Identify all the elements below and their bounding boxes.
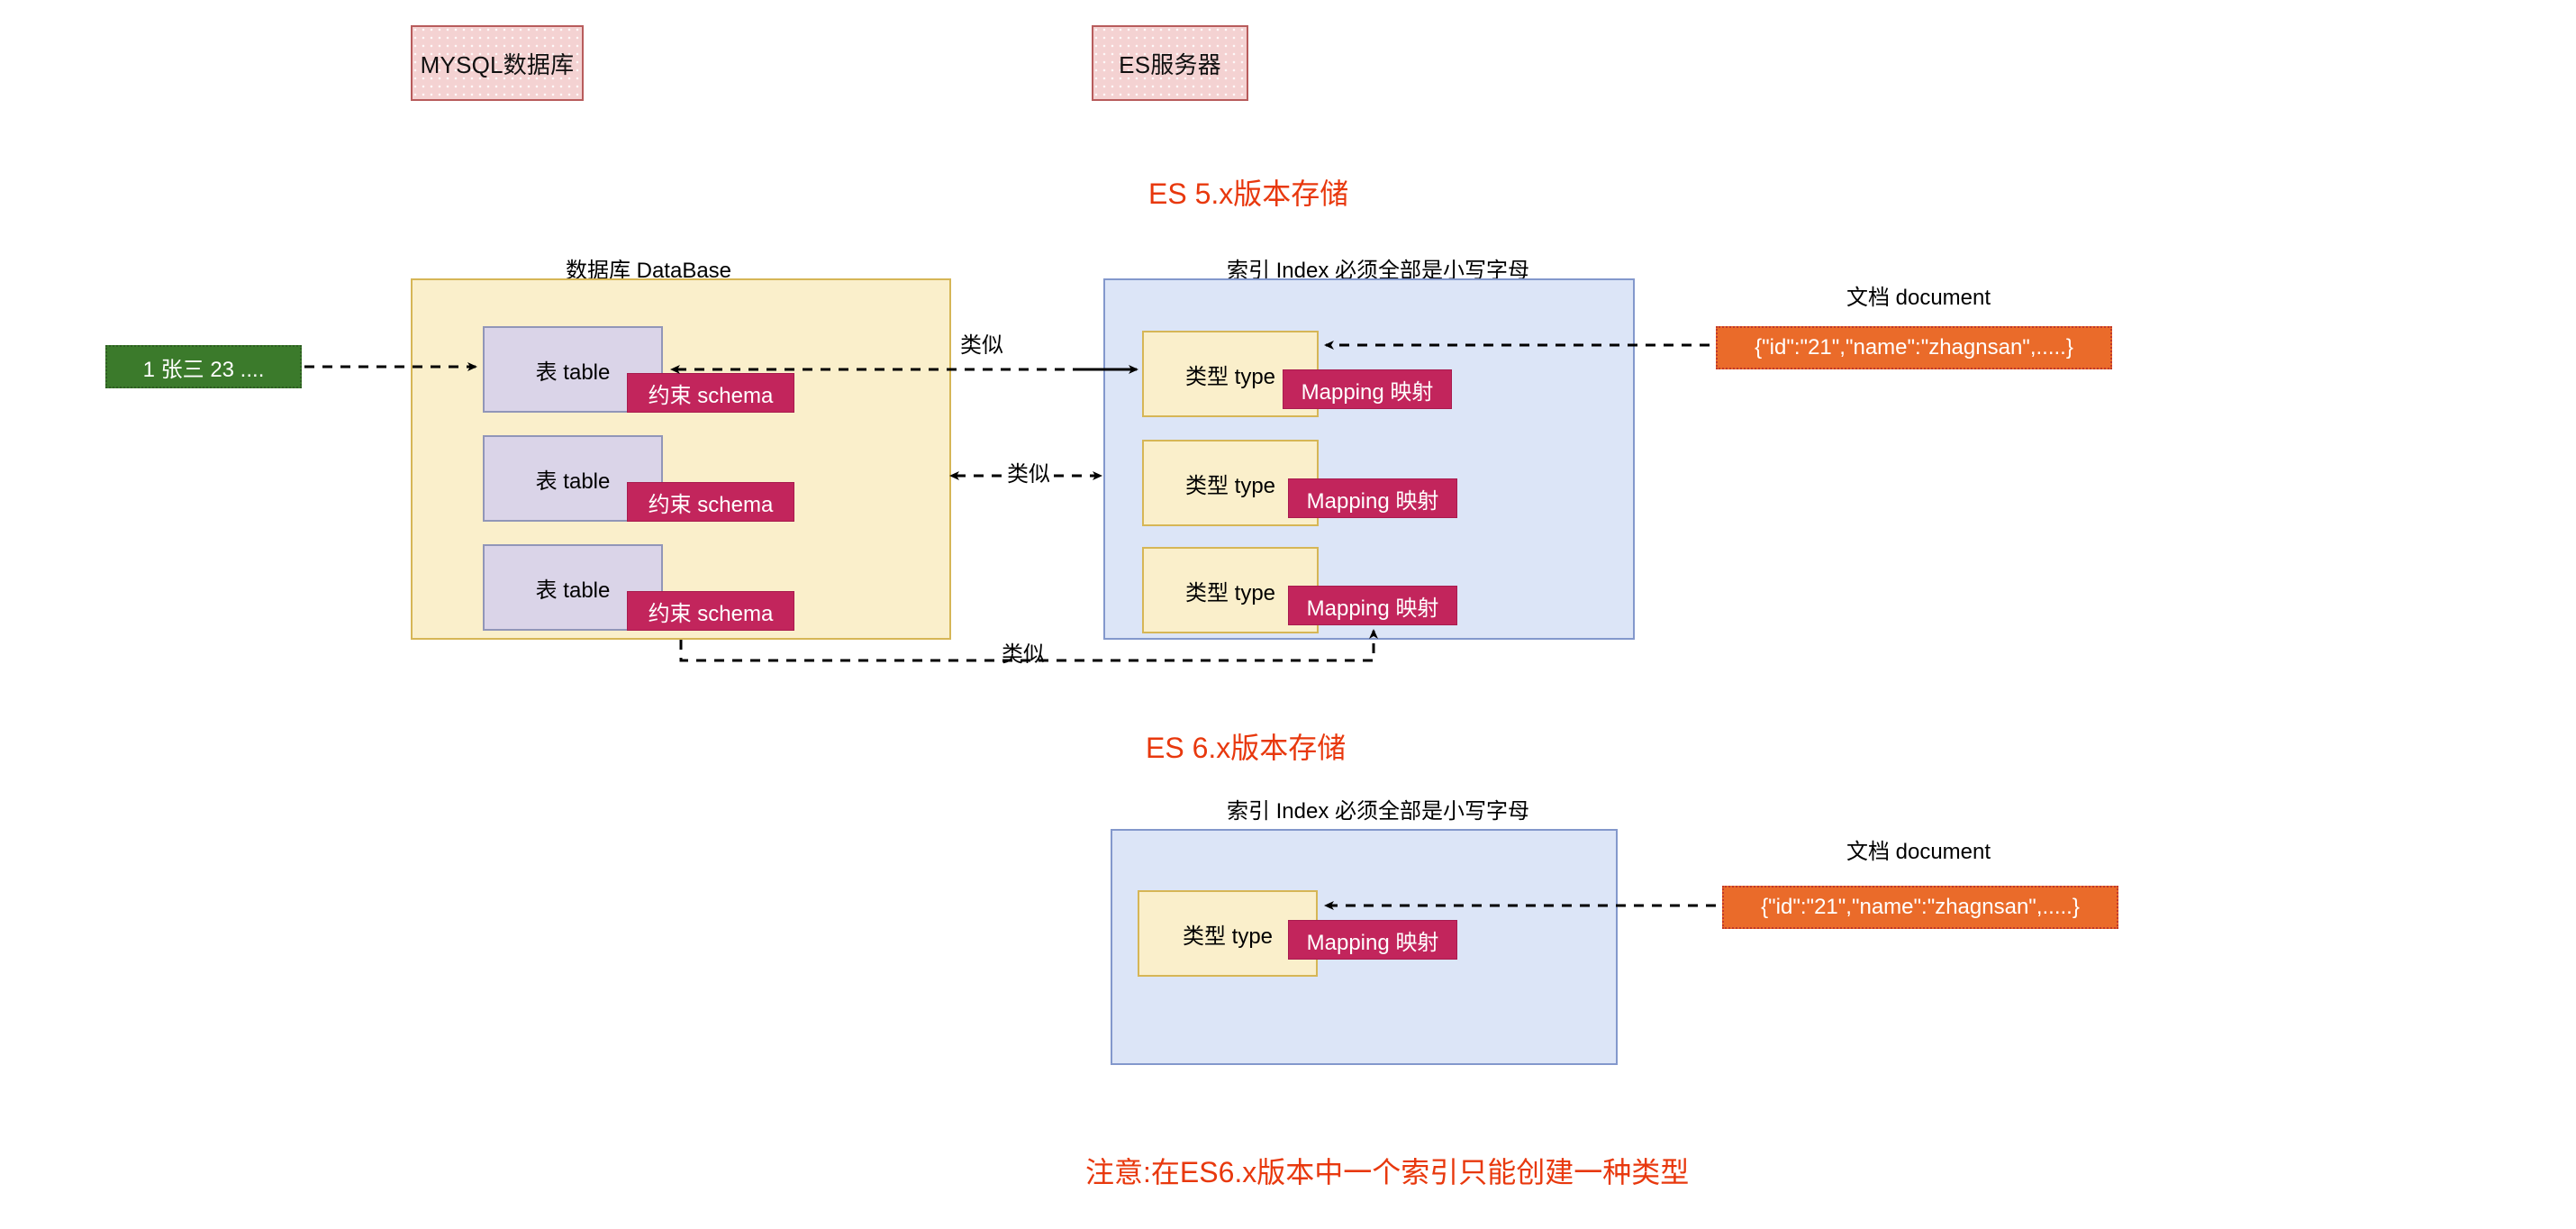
type-box-1-label: 类型 type [1184, 364, 1276, 389]
legend-es-box: ES服务器 [1092, 25, 1248, 101]
legend-es-label: ES服务器 [1119, 50, 1221, 78]
type-box-3-label: 类型 type [1184, 580, 1276, 605]
mapping-badge-es6: Mapping 映射 [1288, 920, 1457, 960]
es6-section-title: ES 6.x版本存储 [1146, 732, 1347, 764]
footer-note: 注意:在ES6.x版本中一个索引只能创建一种类型 [1085, 1156, 1690, 1188]
edge-label-top: 类似 [960, 333, 1003, 358]
table-box-3: 表 table [483, 544, 663, 631]
table-box-3-label: 表 table [535, 578, 611, 603]
schema-badge-2-label: 约束 schema [648, 492, 774, 517]
record-row-box: 1 张三 23 .... [105, 345, 302, 388]
schema-badge-1-label: 约束 schema [648, 383, 774, 408]
record-row-label: 1 张三 23 .... [142, 357, 265, 382]
mapping-badge-2: Mapping 映射 [1288, 478, 1457, 518]
type-box-es6-label: 类型 type [1182, 924, 1274, 949]
mapping-badge-es6-label: Mapping 映射 [1306, 930, 1439, 955]
document-box-es5-label: {"id":"21","name":"zhagnsan",.....} [1755, 335, 2073, 360]
schema-badge-1: 约束 schema [627, 373, 794, 413]
schema-badge-3-label: 约束 schema [648, 601, 774, 626]
document-box-es6-label: {"id":"21","name":"zhagnsan",.....} [1761, 895, 2080, 919]
type-box-2-label: 类型 type [1184, 473, 1276, 498]
mapping-badge-3-label: Mapping 映射 [1306, 596, 1439, 621]
document-box-es5: {"id":"21","name":"zhagnsan",.....} [1716, 326, 2112, 369]
edge-label-middle: 类似 [1007, 462, 1050, 487]
table-box-1-label: 表 table [535, 360, 611, 385]
document-caption: 文档 document [1846, 286, 1991, 310]
edge-label-bottom: 类似 [1002, 642, 1045, 667]
type-box-es6: 类型 type [1138, 890, 1318, 977]
mapping-badge-1-label: Mapping 映射 [1301, 379, 1434, 405]
mapping-badge-2-label: Mapping 映射 [1306, 488, 1439, 514]
document6-caption: 文档 document [1846, 840, 1991, 864]
table-box-2-label: 表 table [535, 469, 611, 494]
mapping-badge-3: Mapping 映射 [1288, 586, 1457, 625]
schema-badge-2: 约束 schema [627, 482, 794, 522]
legend-mysql-box: MYSQL数据库 [411, 25, 584, 101]
schema-badge-3: 约束 schema [627, 591, 794, 631]
document-box-es6: {"id":"21","name":"zhagnsan",.....} [1722, 886, 2118, 929]
legend-mysql-label: MYSQL数据库 [420, 50, 575, 78]
es5-section-title: ES 5.x版本存储 [1148, 178, 1349, 210]
index6-caption: 索引 Index 必须全部是小写字母 [1226, 799, 1530, 824]
mapping-badge-1: Mapping 映射 [1283, 369, 1452, 409]
